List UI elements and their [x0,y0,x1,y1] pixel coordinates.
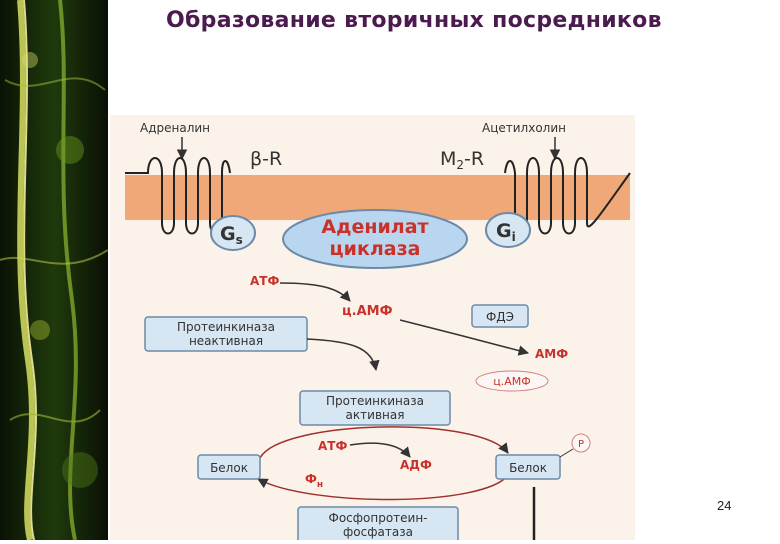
amp-label: АМФ [535,347,568,361]
signaling-diagram: Адреналин Ацетилхолин β-R M2-R Gs Gi Аде… [110,115,635,544]
atp-to-camp-arrow [279,282,351,302]
phosphatase-line1: Фосфопротеин- [328,511,427,525]
pde-label: ФДЭ [486,310,514,324]
protein-left-box [197,454,261,480]
phosphate-connector [559,448,574,458]
gs-protein-label: Gs [220,223,243,247]
protein-kinase-inactive-line2: неактивная [189,334,263,348]
protein-kinase-active-box [299,390,451,426]
protein-right-label: Белок [509,461,547,475]
camp-label: ц.АМФ [342,304,393,319]
slide-title: Образование вторичных посредников [166,8,662,33]
adenylate-cyclase-line1: Аденилат [321,216,428,238]
beta-receptor-label: β-R [250,148,282,170]
protein-left-label: Белок [210,461,248,475]
adp-label: АДФ [400,458,432,472]
atp-cycle-label: АТФ [318,439,347,453]
gi-protein [485,212,531,248]
gs-protein [210,215,256,251]
ligand-adrenaline-label: Адреналин [140,121,210,135]
protein-kinase-inactive-line1: Протеинкиназа [177,320,275,334]
protein-kinase-inactive-box [144,316,308,352]
pde-box [471,304,529,328]
decorative-side-image [0,0,108,540]
protein-kinase-active-line2: активная [346,408,405,422]
dephosphorylation-arc-bottom [257,474,509,501]
camp-small-label: ц.АМФ [493,375,530,388]
protein-kinase-active-line1: Протеинкиназа [326,394,424,408]
phosphate-badge-label: P [578,439,584,450]
camp-to-amp-arrow [399,319,530,356]
atp-to-adp-arrow [349,442,411,458]
phosphate-badge [571,433,591,453]
inorganic-phosphate-label: Фн [305,472,323,490]
pk-activation-arrow [306,338,380,372]
protein-right-box [495,454,561,480]
phosphorylation-arc-top [259,426,509,459]
adenylate-cyclase-line2: циклаза [330,238,421,260]
m2-receptor-label: M2-R [440,148,484,172]
camp-small-badge [475,370,549,392]
ligand-acetylcholine-label: Ацетилхолин [482,121,566,135]
atp-label: АТФ [250,274,279,288]
gi-protein-label: Gi [496,220,516,244]
page-number: 24 [717,498,732,513]
phosphatase-line2: фосфатаза [343,525,413,539]
adenylate-cyclase [282,209,468,269]
